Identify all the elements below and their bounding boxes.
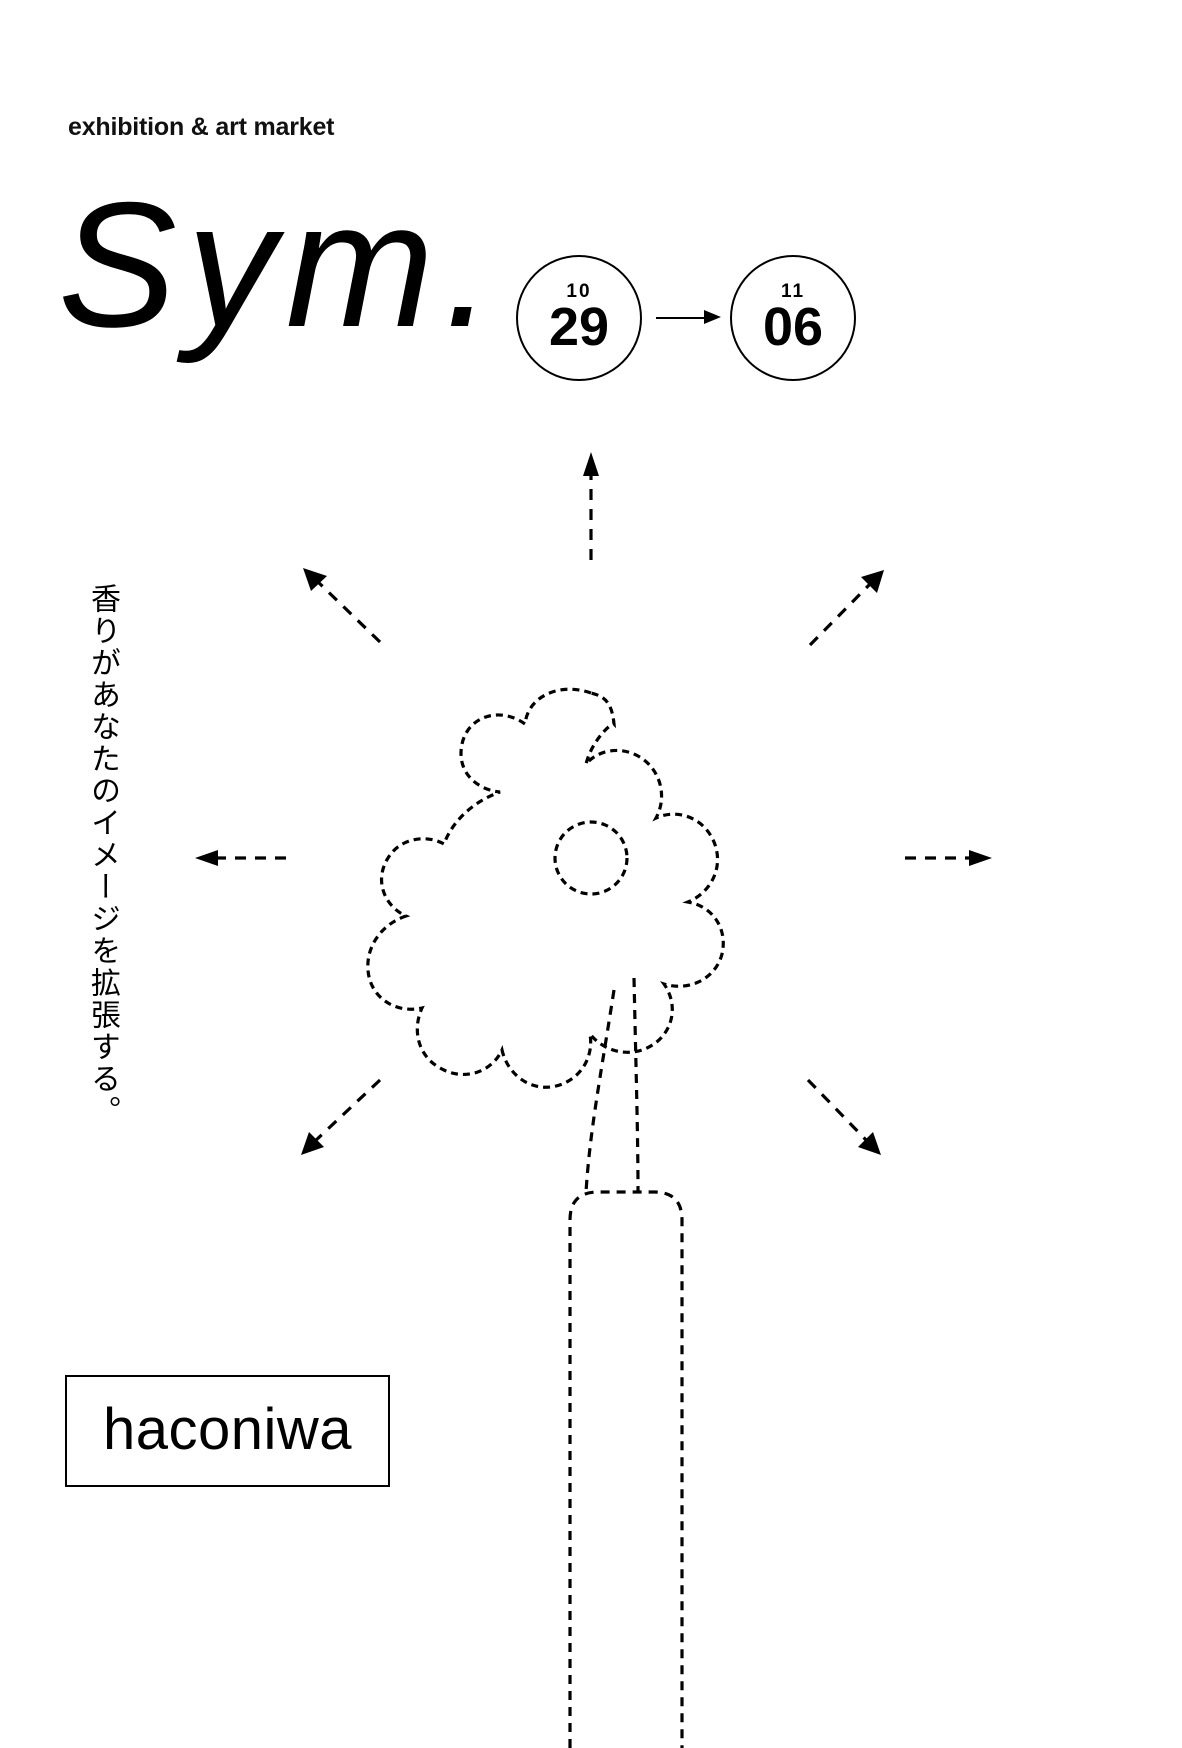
flower-petals	[366, 687, 725, 1089]
arrow-shaft	[656, 317, 708, 320]
ray-up-head	[583, 452, 599, 476]
date-range: 10 29 11 06	[516, 255, 856, 385]
ray-left-head	[195, 850, 218, 866]
stem-left	[584, 989, 616, 1193]
brand-logo-text: haconiwa	[102, 1396, 353, 1462]
ray-arrowheads	[195, 452, 992, 1155]
poster-kicker: exhibition & art market	[68, 113, 335, 141]
end-date-day: 06	[762, 297, 824, 357]
arrow-right-icon	[656, 310, 726, 324]
arrow-head	[704, 310, 721, 324]
vase	[568, 1190, 684, 1748]
stem-right	[632, 977, 640, 1193]
flower-illustration	[195, 452, 992, 1748]
ray-down-left-head	[301, 1132, 324, 1155]
start-date-day: 29	[548, 297, 610, 357]
ray-down-left	[312, 1078, 382, 1144]
ray-up-right	[808, 580, 874, 647]
start-date-month: 10	[566, 281, 592, 302]
brand-logo-box: haconiwa	[65, 1375, 390, 1487]
flower-center	[553, 820, 629, 896]
ray-up-left-head	[303, 568, 327, 591]
ray-down-right-head	[858, 1132, 881, 1155]
ray-arrows	[212, 470, 975, 1144]
end-date-badge: 11 06	[730, 255, 856, 381]
ray-up-left	[314, 578, 382, 644]
ray-down-right	[806, 1078, 870, 1144]
poster-wordmark: Sym.	[58, 165, 504, 364]
vertical-tagline: 香りがあなたのイメージを拡張する。	[85, 583, 120, 1127]
ray-up-right-head	[861, 570, 884, 593]
ray-right-head	[969, 850, 992, 866]
start-date-badge: 10 29	[516, 255, 642, 381]
end-date-month: 11	[780, 281, 806, 302]
